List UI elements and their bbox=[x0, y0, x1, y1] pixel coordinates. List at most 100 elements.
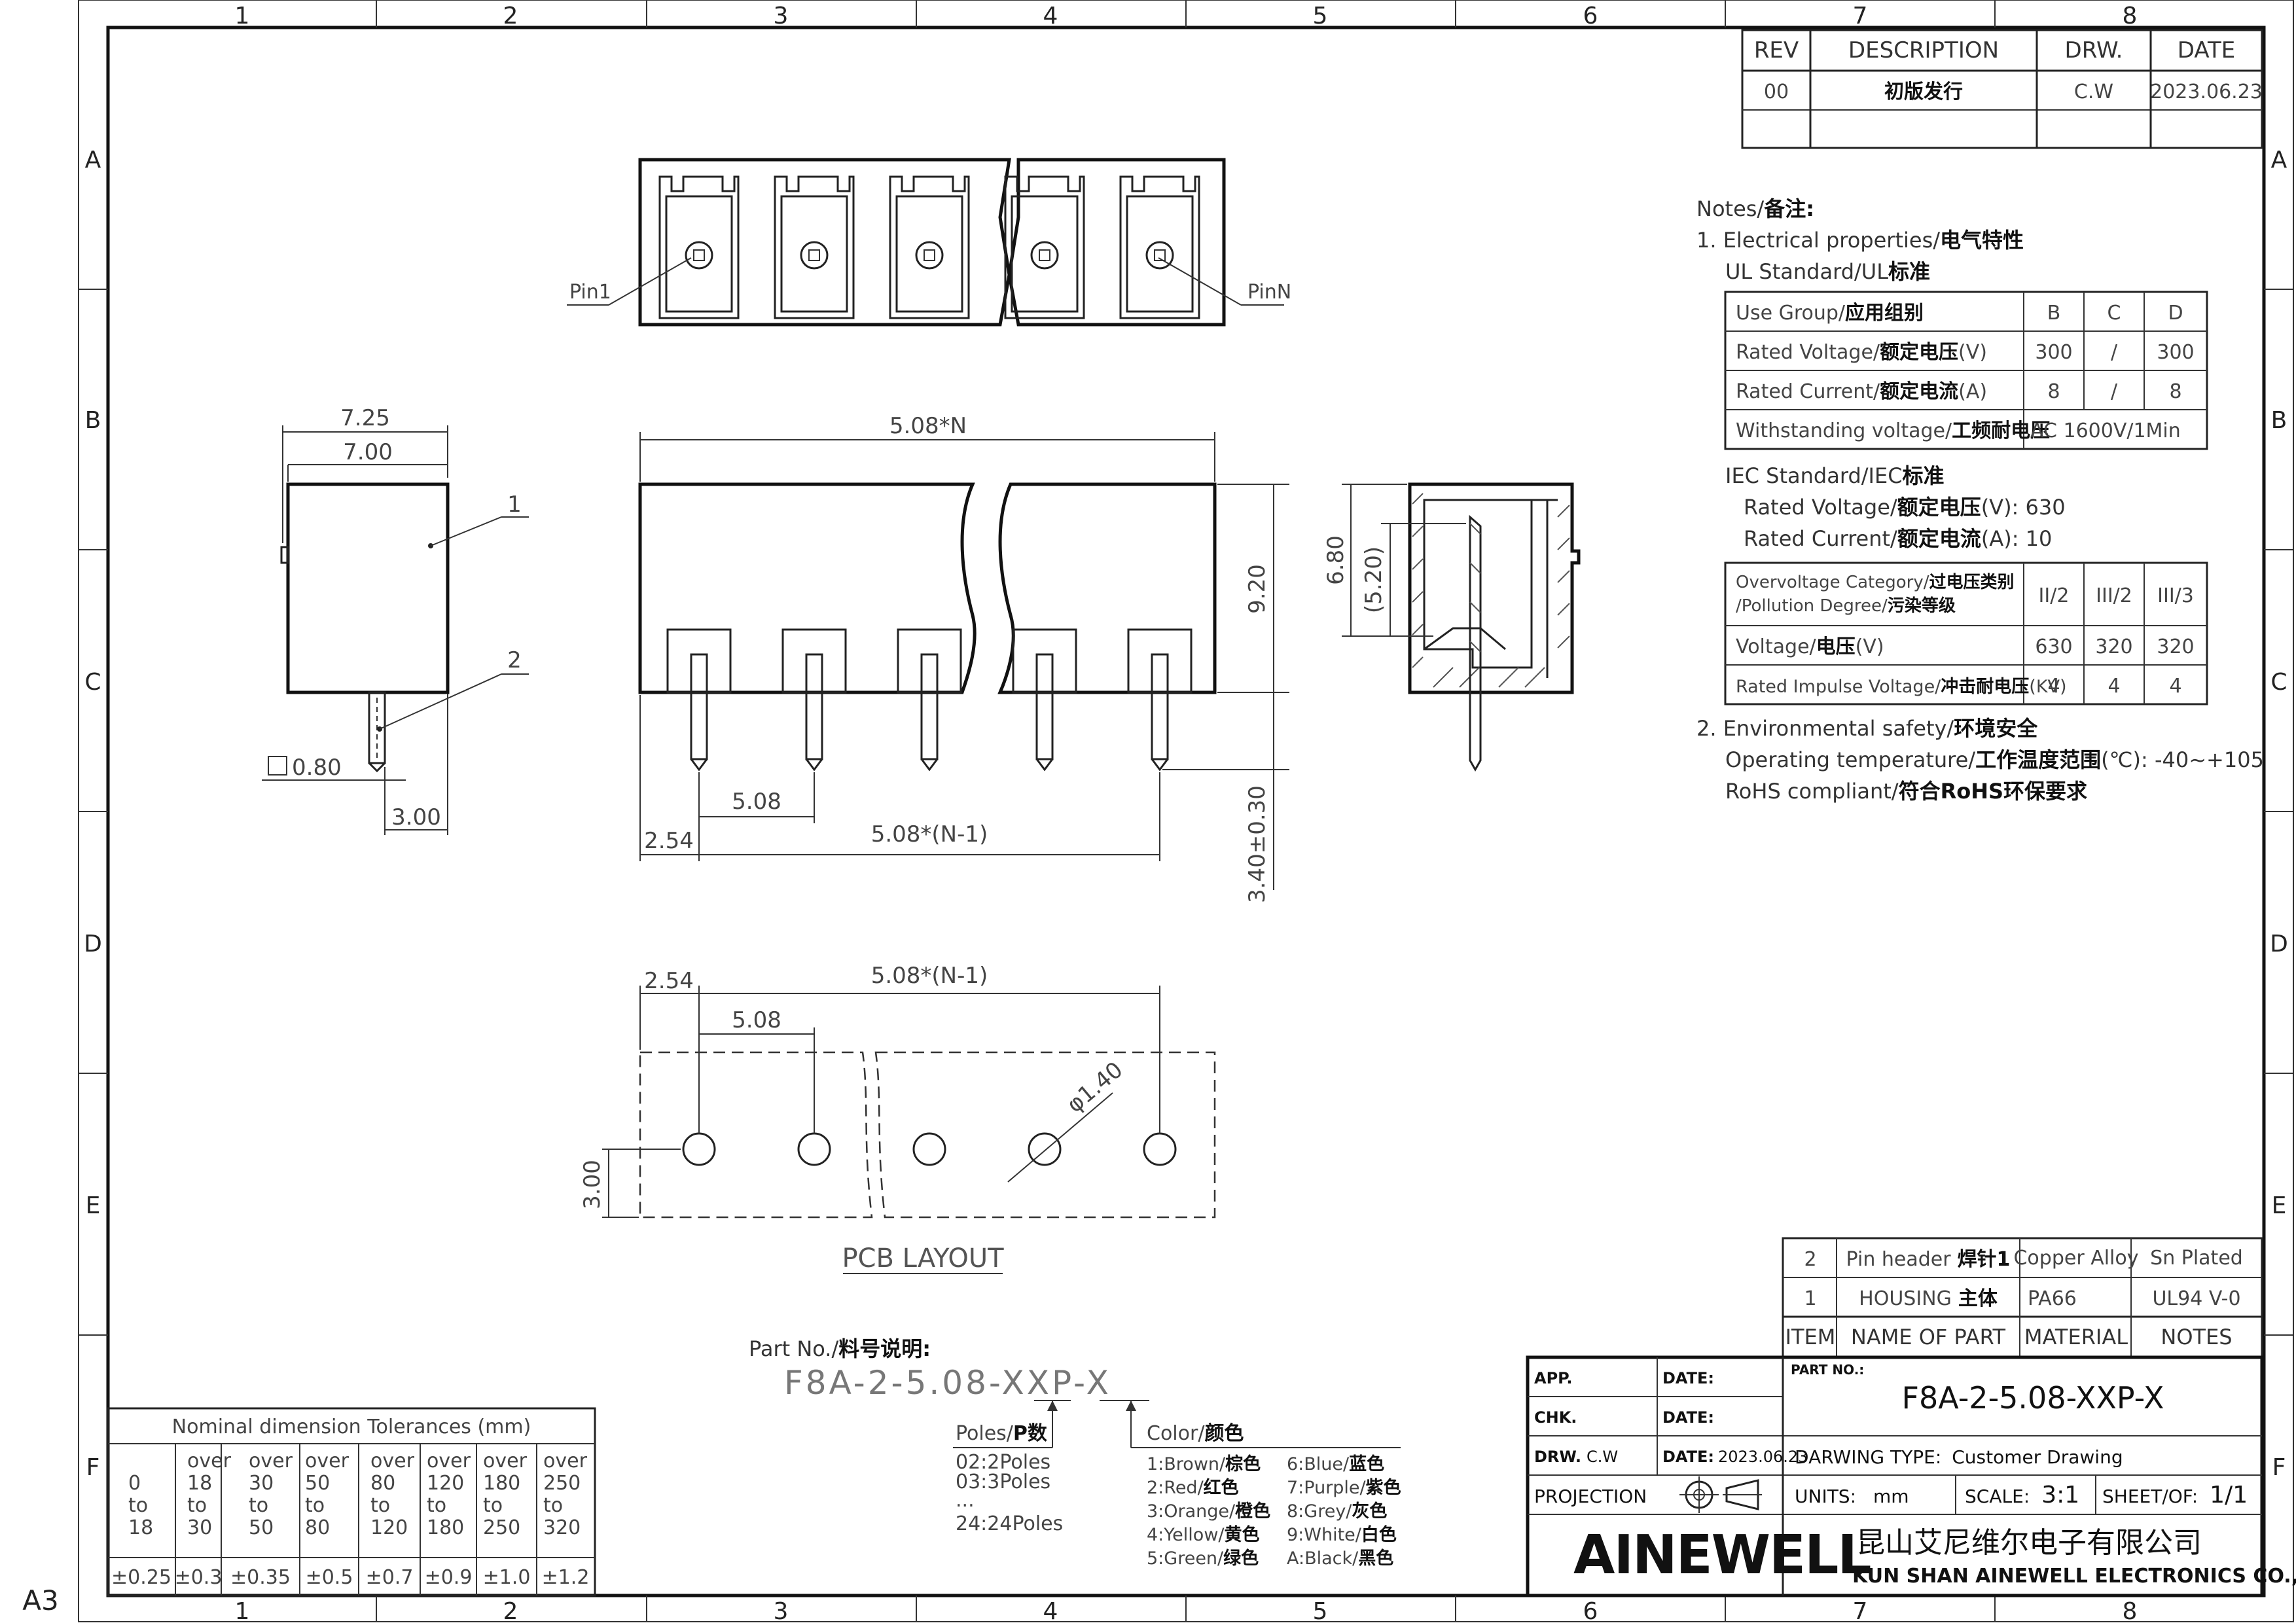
projection-symbol-icon bbox=[1679, 1476, 1762, 1513]
tb-scale: SCALE:3:1 bbox=[1965, 1482, 2079, 1508]
tol-range: to bbox=[305, 1494, 325, 1517]
pcb-hole bbox=[1143, 1132, 1177, 1166]
tol-range: over bbox=[427, 1450, 471, 1472]
tol-range: 50 bbox=[305, 1472, 330, 1495]
ul-row-label: Rated Current/额定电流(A) bbox=[1736, 380, 1987, 403]
row-label: E bbox=[86, 1192, 101, 1219]
ul-cell: B bbox=[2047, 302, 2061, 325]
iec-cell: 4 bbox=[2108, 675, 2120, 698]
tol-value: ±0.25 bbox=[111, 1566, 171, 1589]
dim-7-25: 7.25 bbox=[340, 405, 390, 431]
col-label: 7 bbox=[1853, 3, 1868, 29]
top-view: Pin1 PinN bbox=[567, 158, 1291, 327]
pcb-layout-title: PCB LAYOUT bbox=[842, 1243, 1004, 1274]
dim-6-80: 6.80 bbox=[1323, 535, 1349, 585]
row-label: A bbox=[2271, 147, 2287, 173]
bom-cell: Sn Plated bbox=[2150, 1247, 2243, 1270]
title-block: APP. CHK. DRW.C.W DATE: DATE: DATE:2023.… bbox=[1526, 1355, 2296, 1597]
tb-app-label: APP. bbox=[1534, 1369, 1572, 1387]
partno-label: Part No./料号说明: bbox=[749, 1336, 931, 1361]
color-item: 3:Orange/橙色 bbox=[1147, 1501, 1270, 1522]
tol-range: to bbox=[128, 1494, 148, 1517]
tb-drawing-type: DARWING TYPE:Customer Drawing bbox=[1795, 1446, 2123, 1468]
ul-cell: D bbox=[2168, 302, 2183, 325]
notes-temperature: Operating temperature/工作温度范围(℃): -40~+10… bbox=[1725, 747, 2264, 772]
dim-3-40: 3.40±0.30 bbox=[1244, 785, 1270, 903]
ul-cell: 8 bbox=[2169, 380, 2181, 403]
tb-sheet: SHEET/OF:1/1 bbox=[2102, 1482, 2248, 1508]
col-label: 5 bbox=[1313, 1598, 1328, 1623]
tolerance-title: Nominal dimension Tolerances (mm) bbox=[172, 1416, 531, 1438]
tol-range: 250 bbox=[543, 1472, 581, 1495]
part-number-legend: Part No./料号说明: F8A-2-5.08-XXP-X Poles/P数… bbox=[749, 1336, 1401, 1569]
callout-1: 1 bbox=[507, 491, 522, 518]
company-name-cn: 昆山艾尼维尔电子有限公司 bbox=[1856, 1526, 2202, 1560]
ul-cell: 300 bbox=[2157, 341, 2194, 364]
ul-row-label: Use Group/应用组别 bbox=[1736, 302, 1924, 325]
tol-range: 120 bbox=[427, 1472, 464, 1495]
rev-cell: C.W bbox=[2074, 80, 2113, 103]
col-label: 6 bbox=[1583, 1598, 1598, 1623]
rev-cell: 初版发行 bbox=[1884, 80, 1963, 103]
tol-value: ±0.7 bbox=[366, 1566, 414, 1589]
tb-drw-label: DRW.C.W bbox=[1534, 1448, 1618, 1466]
pcb-dim-hole: φ1.40 bbox=[1062, 1057, 1128, 1118]
tolerance-table: Nominal dimension Tolerances (mm) 0 to 1… bbox=[107, 1407, 596, 1597]
revision-table: REV DESCRIPTION DRW. DATE 00 初版发行 C.W 20… bbox=[1741, 29, 2263, 149]
row-label: E bbox=[2272, 1192, 2287, 1219]
pcb-hole bbox=[912, 1132, 946, 1166]
tol-range: 180 bbox=[427, 1516, 464, 1539]
col-label: 4 bbox=[1043, 3, 1058, 29]
tol-range: 18 bbox=[187, 1472, 212, 1495]
pcb-hole bbox=[682, 1132, 716, 1166]
rev-header: DATE bbox=[2178, 37, 2235, 63]
iec-row-label: Overvoltage Category/过电压类别 bbox=[1736, 573, 2015, 592]
poles-item: ... bbox=[956, 1489, 975, 1512]
bom-cell: 1 bbox=[1804, 1287, 1816, 1310]
tb-partno: F8A-2-5.08-XXP-X bbox=[1902, 1380, 2164, 1416]
rev-header: DESCRIPTION bbox=[1848, 37, 1999, 63]
pcb-hole bbox=[1028, 1132, 1062, 1166]
row-label: A bbox=[85, 147, 101, 173]
bom-cell: Copper Alloy bbox=[2013, 1247, 2138, 1270]
partno-code: F8A-2-5.08-XXP-X bbox=[784, 1364, 1111, 1402]
rev-cell: 00 bbox=[1764, 80, 1789, 103]
poles-item: 03:3Poles bbox=[956, 1471, 1050, 1493]
cavity bbox=[1119, 175, 1200, 319]
row-label: C bbox=[84, 669, 101, 696]
rev-header: REV bbox=[1754, 37, 1799, 63]
notes-iec-current: Rated Current/额定电流(A): 10 bbox=[1744, 526, 2052, 551]
notes-title: Notes/备注: bbox=[1696, 196, 1814, 221]
iec-cell: 320 bbox=[2095, 635, 2132, 658]
poles-item: 02:2Poles bbox=[956, 1451, 1050, 1474]
tol-range: to bbox=[187, 1494, 207, 1517]
cavity bbox=[889, 175, 970, 319]
iec-cell: III/3 bbox=[2157, 584, 2194, 607]
tol-range: 80 bbox=[370, 1472, 395, 1495]
tol-range: 120 bbox=[370, 1516, 408, 1539]
col-label: 8 bbox=[2123, 1598, 2138, 1623]
company-logo: AINEWELL bbox=[1573, 1524, 1872, 1586]
col-label: 3 bbox=[774, 3, 789, 29]
pinN-label: PinN bbox=[1247, 281, 1291, 304]
tol-range: 50 bbox=[249, 1516, 274, 1539]
iec-row-label: /Pollution Degree/污染等级 bbox=[1736, 596, 1956, 616]
col-label: 5 bbox=[1313, 3, 1328, 29]
notes-iec: IEC Standard/IEC标准 bbox=[1725, 463, 1945, 488]
color-title: Color/颜色 bbox=[1147, 1422, 1244, 1445]
tb-projection: PROJECTION bbox=[1534, 1486, 1647, 1507]
iec-cell: 630 bbox=[2035, 635, 2072, 658]
company-name-en: KUN SHAN AINEWELL ELECTRONICS CO.,LTD bbox=[1852, 1565, 2296, 1588]
tol-value: ±1.2 bbox=[542, 1566, 590, 1589]
tol-value: ±0.35 bbox=[230, 1566, 291, 1589]
iec-cell: 4 bbox=[2047, 675, 2060, 698]
rev-cell: 2023.06.23 bbox=[2150, 80, 2263, 103]
color-item: 1:Brown/棕色 bbox=[1147, 1454, 1261, 1474]
iec-row-label: Voltage/电压(V) bbox=[1736, 635, 1884, 658]
color-item: 4:Yellow/黄色 bbox=[1147, 1524, 1260, 1545]
iec-cell: III/2 bbox=[2096, 584, 2132, 607]
row-label: B bbox=[2271, 407, 2287, 434]
tol-range: over bbox=[249, 1450, 293, 1472]
col-label: 1 bbox=[235, 3, 250, 29]
